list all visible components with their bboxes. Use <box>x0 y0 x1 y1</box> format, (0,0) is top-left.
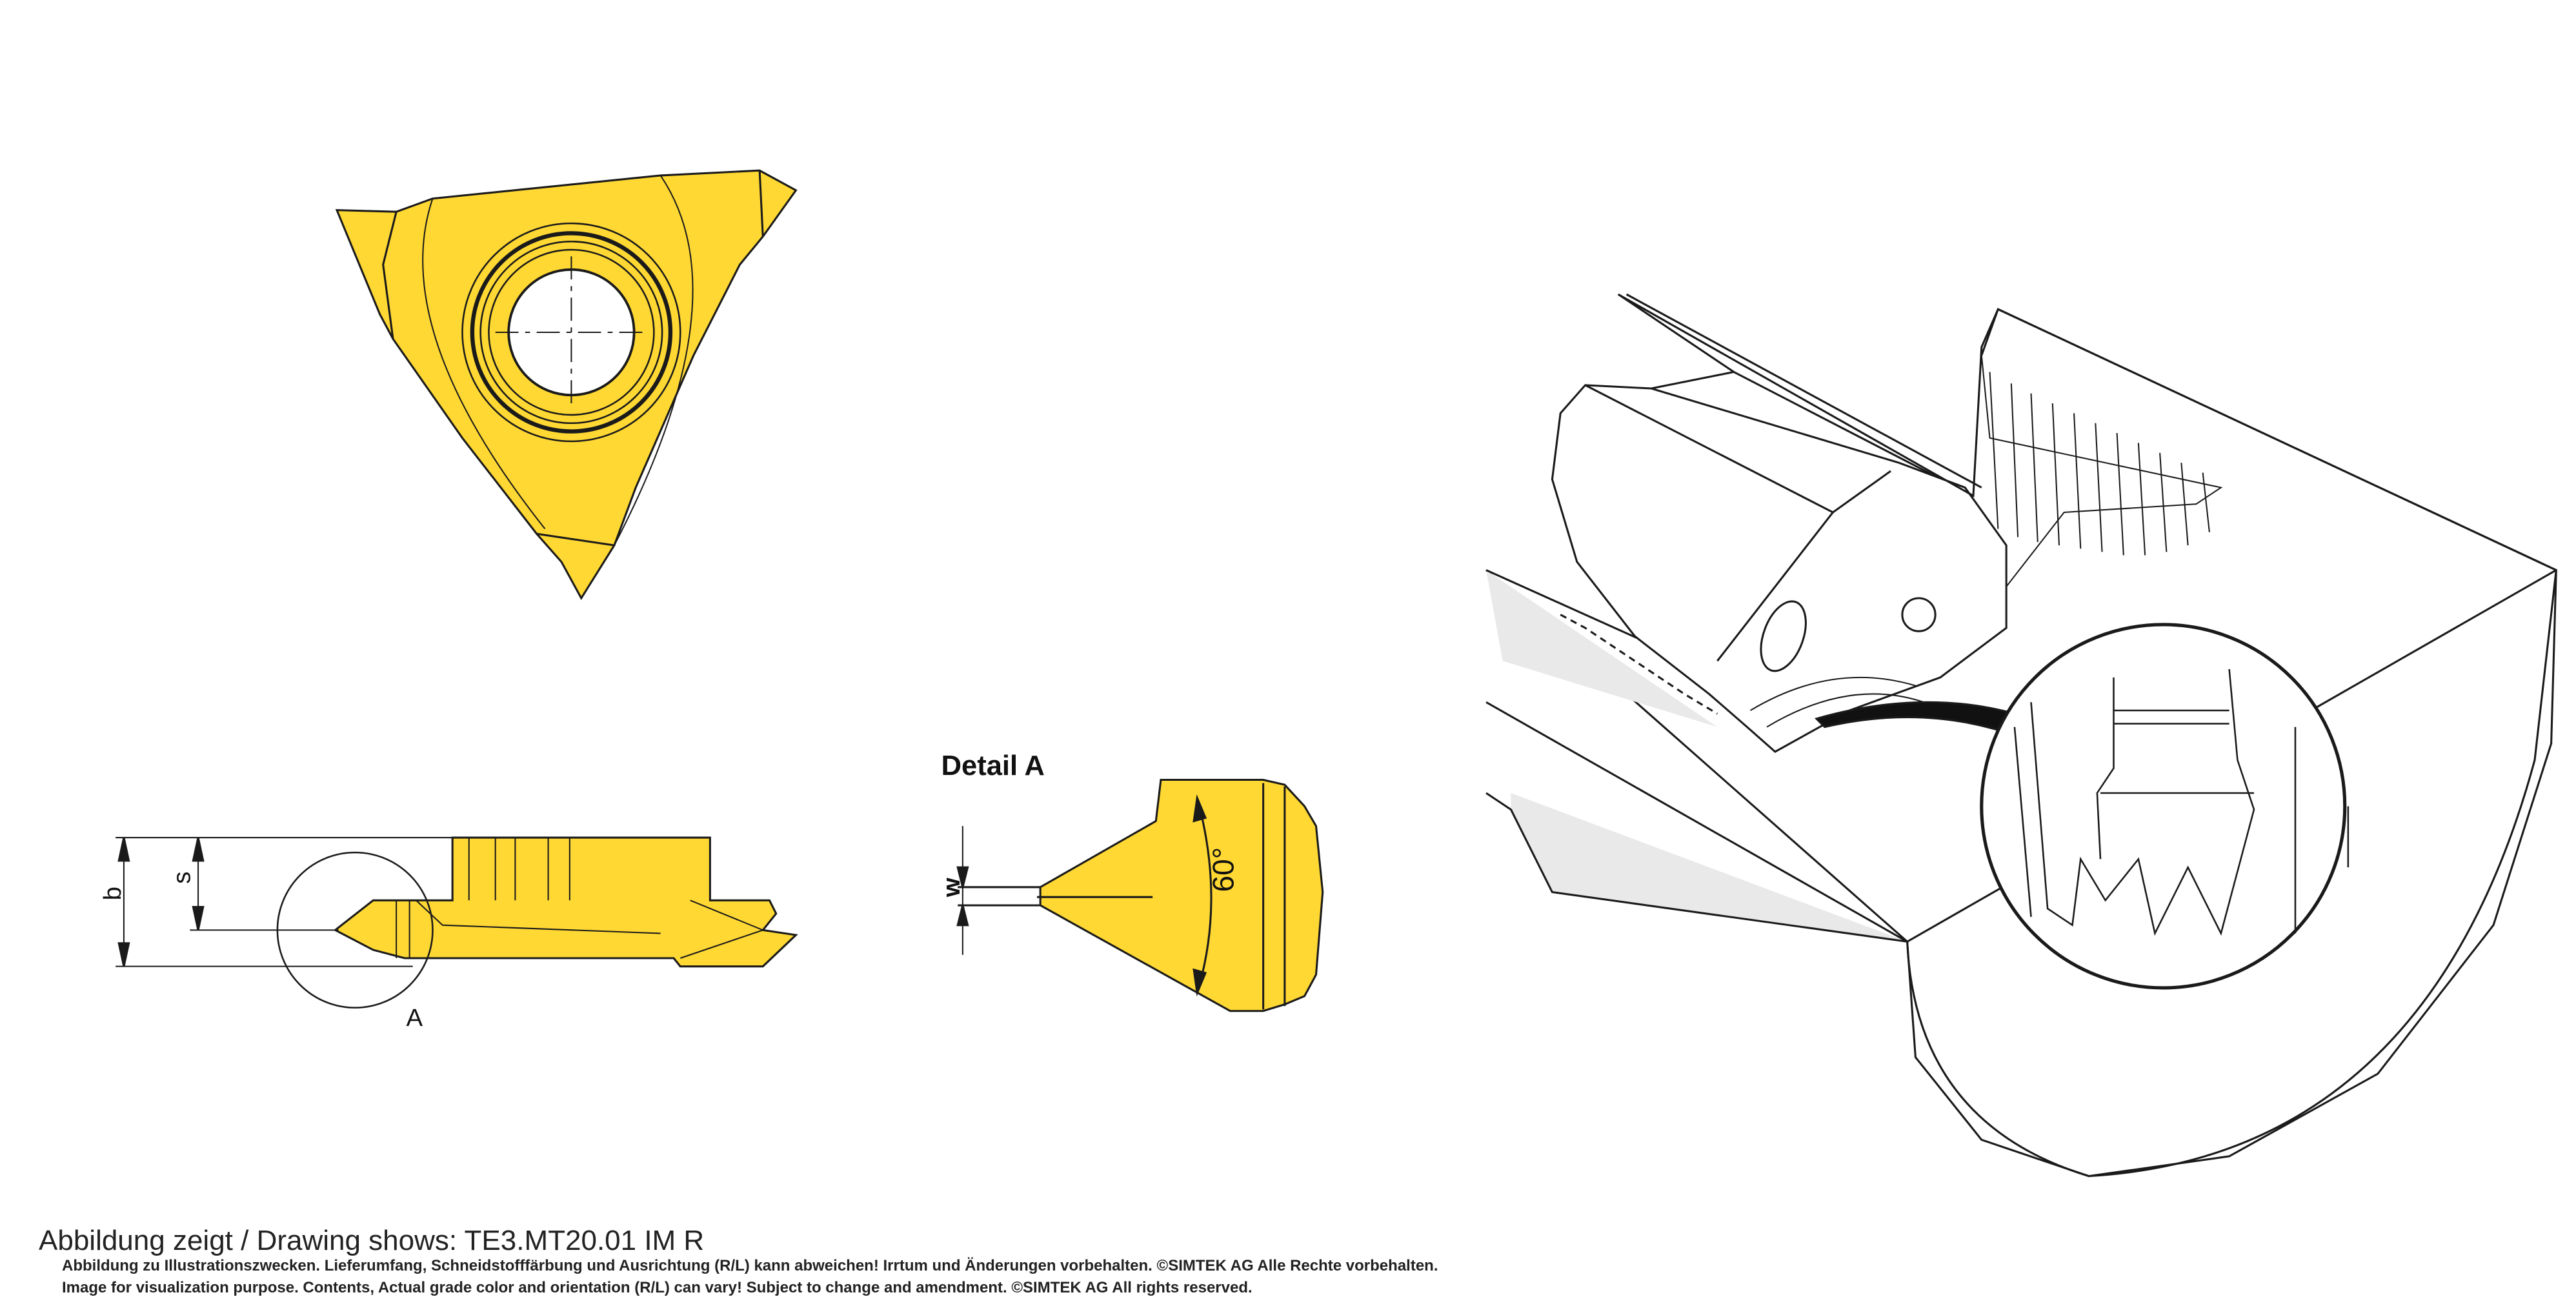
dim-w-label: w <box>938 878 965 898</box>
drawing-caption-title: Abbildung zeigt / Drawing shows: TE3.MT2… <box>39 1225 705 1256</box>
detail-title: Detail A <box>941 750 1045 781</box>
disclaimer-german: Abbildung zu Illustrationszwecken. Liefe… <box>62 1257 1438 1274</box>
dim-b-label: b <box>99 887 126 900</box>
insert-top-view <box>335 169 798 601</box>
magnifier-circle <box>1980 623 2347 990</box>
application-illustration <box>1485 293 2557 1178</box>
disclaimer-english: Image for visualization purpose. Content… <box>62 1279 1253 1296</box>
angle-label: 60° <box>1207 847 1240 892</box>
thread-profile <box>1989 372 2210 556</box>
insert-side-view: b s A <box>99 836 798 1032</box>
detail-marker-label: A <box>407 1004 423 1032</box>
dim-s-label: s <box>168 872 196 884</box>
detail-a-view: Detail A w 60° <box>938 750 1324 1012</box>
